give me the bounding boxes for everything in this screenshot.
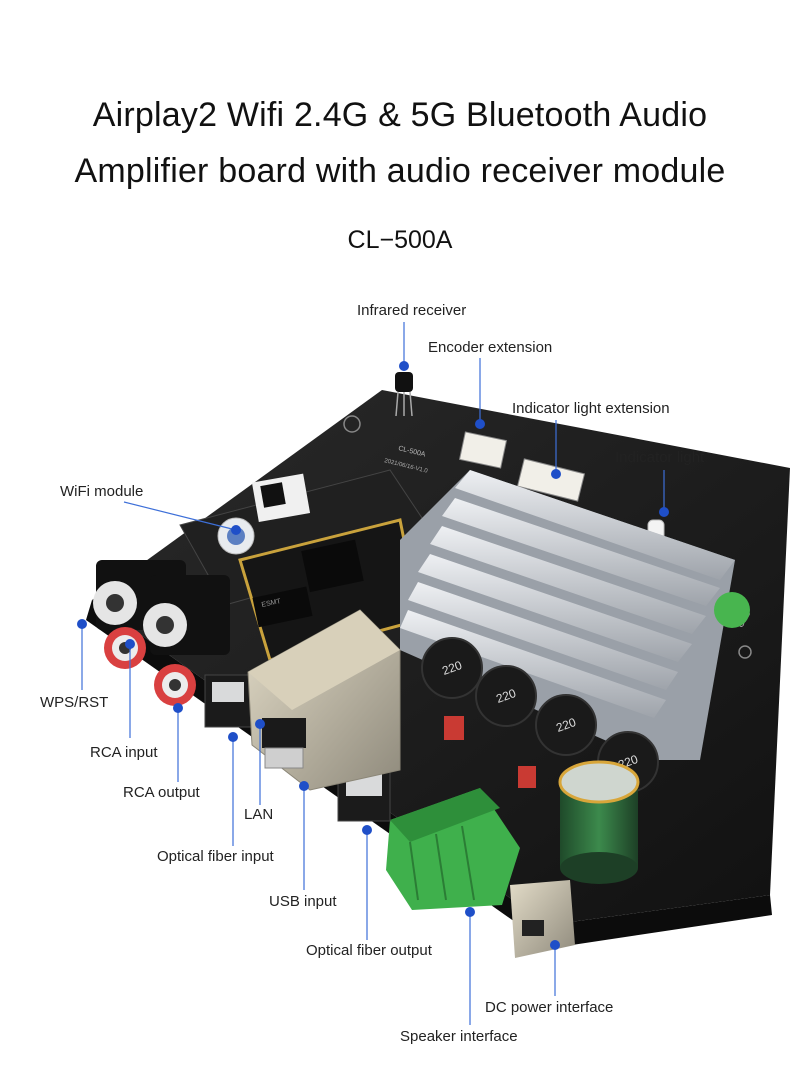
- dot-wifi: [231, 525, 241, 535]
- callout-lines: [81, 322, 665, 1025]
- capacitor: [558, 760, 640, 884]
- speaker-terminal: [386, 788, 520, 910]
- label-usb-input: USB input: [269, 893, 337, 910]
- label-dc-power-interface: DC power interface: [485, 999, 614, 1016]
- encoder-header: [458, 431, 508, 469]
- label-indicator-light-extension: Indicator light extension: [512, 400, 670, 417]
- label-infrared-receiver: Infrared receiver: [357, 302, 467, 319]
- dot-encoder: [475, 419, 485, 429]
- infrared-receiver: [395, 372, 413, 417]
- dot-lan: [255, 719, 265, 729]
- dot-wps: [77, 619, 87, 629]
- dot-usb: [299, 781, 309, 791]
- label-optical-fiber-output: Optical fiber output: [306, 942, 432, 959]
- inductor-1-label: 220: [440, 658, 464, 678]
- rca-jack-3: [143, 603, 187, 647]
- label-speaker-interface: Speaker interface: [400, 1028, 518, 1045]
- dot-indicator-ext: [551, 469, 561, 479]
- rca-jack-2: [104, 627, 146, 669]
- rca-jack-1: [93, 581, 137, 625]
- inductor-2-label: 220: [494, 686, 518, 706]
- leader-wifi: [123, 501, 237, 531]
- callout-dots: [77, 361, 669, 950]
- inductor-3: 220: [535, 694, 597, 756]
- label-optical-fiber-input: Optical fiber input: [157, 848, 274, 865]
- model-number: CL−500A: [347, 226, 453, 254]
- label-lan: LAN: [244, 806, 274, 823]
- label-wps-rst: WPS/RST: [40, 694, 109, 711]
- heatsink: [400, 470, 735, 760]
- rca-jack-4: [154, 664, 196, 706]
- inductor-3-label: 220: [554, 715, 578, 735]
- title-line-1: Airplay2 Wifi 2.4G & 5G Bluetooth Audio: [92, 96, 708, 134]
- dot-optical-output: [362, 825, 372, 835]
- label-rca-output: RCA output: [123, 784, 200, 801]
- dot-rca-output: [173, 703, 183, 713]
- inductors: 220 220 220 220: [421, 637, 659, 793]
- gnd-button: [714, 592, 750, 628]
- optical-input-connector: [204, 674, 254, 728]
- label-wifi-module: WiFi module: [60, 483, 144, 500]
- dot-optical-input: [228, 732, 238, 742]
- inductor-2: 220: [475, 665, 537, 727]
- dot-dc: [550, 940, 560, 950]
- dc-jack: [510, 880, 575, 958]
- label-encoder-extension: Encoder extension: [428, 339, 553, 356]
- dot-speaker: [465, 907, 475, 917]
- label-rca-input: RCA input: [90, 744, 158, 761]
- indicator-light-header: [516, 458, 586, 502]
- label-indicator-light: Indicator light: [615, 449, 705, 466]
- dot-rca-input: [125, 639, 135, 649]
- lan-port: [247, 609, 401, 791]
- rca-jacks: [93, 560, 230, 706]
- inductor-1: 220: [421, 637, 483, 699]
- dot-infrared: [399, 361, 409, 371]
- chip-print: ESMT: [261, 598, 282, 609]
- title-line-2: Amplifier board with audio receiver modu…: [74, 152, 726, 190]
- dot-indicator-light: [659, 507, 669, 517]
